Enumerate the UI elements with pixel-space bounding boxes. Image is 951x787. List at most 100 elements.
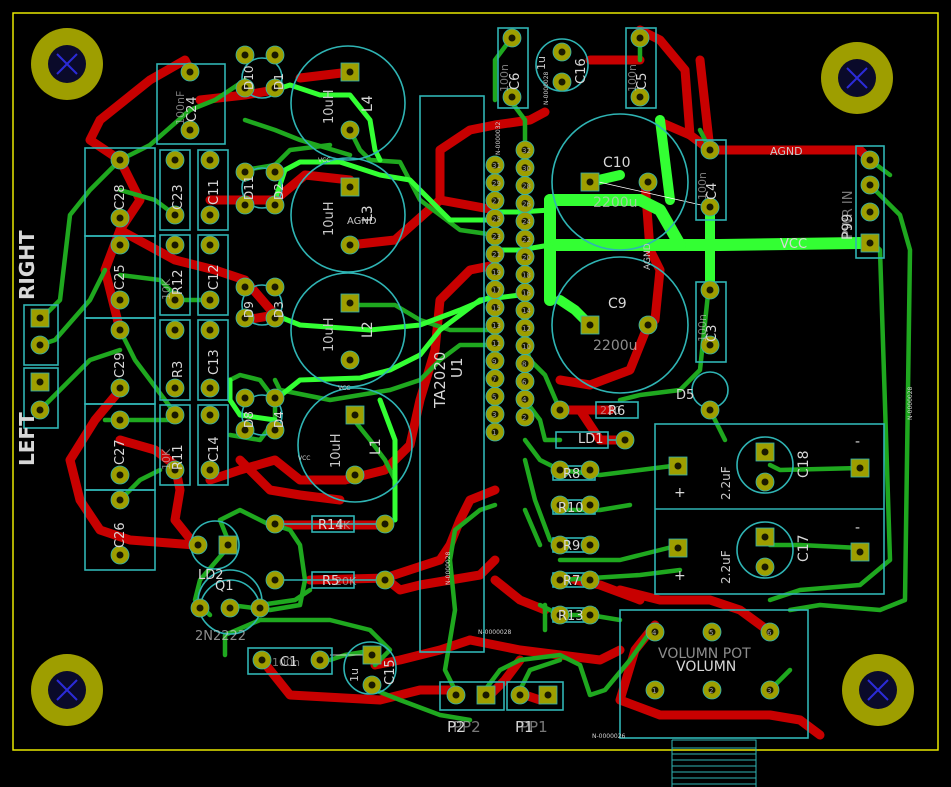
c1-pad-a — [252, 650, 272, 670]
svg-text:3: 3 — [492, 411, 496, 419]
cap-pad-top-1 — [502, 87, 522, 107]
board-outline — [12, 12, 939, 751]
transistor-ref: Q1 — [215, 579, 234, 594]
resistor-ref-r7: R7 — [563, 574, 580, 589]
diode-pad-11 — [265, 308, 285, 328]
resistor-pad-0 — [265, 514, 285, 534]
diode-ref-d1: D1 — [272, 73, 286, 90]
resistor-ref-r6: R6 — [608, 404, 625, 419]
inductor-ref-l4: L4 — [360, 95, 376, 112]
svg-text:22: 22 — [522, 236, 531, 244]
cap-pad-mid-3 — [165, 290, 185, 310]
cap-value-c10: 2200u — [593, 195, 638, 211]
p1-pad-1 — [510, 685, 530, 705]
inductor-ref-l1: L1 — [368, 438, 384, 455]
cap-pad-left-9 — [110, 465, 130, 485]
diode-pad-13 — [265, 388, 285, 408]
svg-text:13: 13 — [492, 322, 501, 330]
diode-pad-10 — [235, 308, 255, 328]
cap-pad-left-11 — [110, 545, 130, 565]
cap-ref-c29: C29 — [113, 352, 128, 378]
right-conn-pad-2 — [30, 335, 50, 355]
pot-value: VOLUMN — [676, 659, 736, 675]
film-cap-minus-c17: - — [855, 520, 860, 536]
ic-pin-3: 3 — [485, 404, 505, 424]
resistor-value-r6: 220 — [600, 404, 621, 417]
cap-pad-left-8 — [110, 410, 130, 430]
svg-text:10: 10 — [522, 343, 531, 351]
resistor-pad-16 — [580, 605, 600, 625]
net-label-n28-a: N-0000028 — [543, 71, 550, 105]
film-cap-value-c17: 2.2uF — [719, 550, 733, 584]
q1-pad-c — [250, 598, 270, 618]
pot-pad-2: 2 — [702, 680, 722, 700]
net-label-vcc: VCC — [780, 237, 807, 252]
ic-pin-22: 22 — [515, 229, 535, 249]
diode-pad-2 — [235, 78, 255, 98]
diode-pad-9 — [265, 277, 285, 297]
ld2-pad-a — [188, 535, 208, 555]
net-label-n28-d: N-0000028 — [907, 386, 914, 420]
svg-text:32: 32 — [522, 147, 531, 155]
cap-pad-left-0 — [180, 62, 200, 82]
cap-pad-left-4 — [110, 235, 130, 255]
svg-text:15: 15 — [492, 304, 501, 312]
cap-pad-top-6 — [700, 280, 720, 300]
net-label-vcc-l3: VCC — [318, 157, 330, 164]
svg-text:3: 3 — [767, 687, 771, 695]
diode-pad-5 — [265, 162, 285, 182]
diode-pad-7 — [265, 195, 285, 215]
p99-pad-1 — [860, 150, 880, 170]
ic-pin-12: 12 — [515, 318, 535, 338]
silkscreen-layer — [23, 27, 885, 739]
inductor-pad-7 — [345, 465, 365, 485]
svg-text:18: 18 — [522, 272, 531, 280]
film-cap-pad-3 — [850, 458, 870, 478]
ic-pin-24: 24 — [515, 211, 535, 231]
resistor-ref-r13: R13 — [558, 609, 584, 624]
c15-pad-minus — [362, 675, 382, 695]
cap-pad-left-7 — [110, 378, 130, 398]
pot-pad-6: 6 — [760, 622, 780, 642]
svg-text:4: 4 — [522, 396, 527, 404]
resistor-pad-14 — [580, 570, 600, 590]
film-cap-plus-c18: + — [674, 485, 686, 501]
film-cap-pad-2 — [755, 472, 775, 492]
svg-text:7: 7 — [492, 376, 496, 384]
p99-pad-2 — [860, 175, 880, 195]
svg-text:12: 12 — [522, 325, 531, 333]
inductor-pad-2 — [340, 177, 360, 197]
cap-pad-top-7 — [700, 335, 720, 355]
resistor-value-r14: 1K — [336, 519, 351, 532]
q1-pad-e — [190, 598, 210, 618]
film-cap-plus-c17: + — [674, 568, 686, 584]
cap-pad-left-6 — [110, 320, 130, 340]
inductor-value-l2: 10uH — [322, 317, 337, 352]
svg-text:5: 5 — [492, 393, 496, 401]
film-cap-pad-4 — [668, 538, 688, 558]
resistor-ref-r3: R3 — [171, 361, 186, 378]
resistor-ref-r14: R14 — [318, 518, 344, 533]
svg-text:11: 11 — [492, 340, 501, 348]
net-label-vcc-d4: VCC — [298, 455, 310, 462]
ic-pin-14: 14 — [515, 300, 535, 320]
diode-ref-d11: D11 — [242, 175, 256, 200]
c9-pad-minus — [638, 315, 658, 335]
cap-pad-top-0 — [502, 28, 522, 48]
svg-text:31: 31 — [492, 162, 501, 170]
c1-pad-b — [310, 650, 330, 670]
inductor-value-l1: 10uH — [329, 433, 344, 468]
p2-pad-1 — [446, 685, 466, 705]
cap-ref-c6: C6 — [508, 73, 523, 90]
cap-pad-mid-11 — [200, 290, 220, 310]
film-cap-value-c18: 2.2uF — [719, 466, 733, 500]
ic-pin-27: 27 — [485, 191, 505, 211]
inductor-ref-l3: L3 — [360, 205, 376, 222]
mounting-hole-top-right — [820, 41, 894, 115]
resistor-pad-8 — [580, 460, 600, 480]
cap-pad-top-2 — [630, 28, 650, 48]
resistor-pad-9 — [550, 495, 570, 515]
net-label-agnd-l3: AGND — [347, 216, 377, 227]
ic-pin-1: 1 — [485, 422, 505, 442]
cap-pad-left-3 — [110, 208, 130, 228]
